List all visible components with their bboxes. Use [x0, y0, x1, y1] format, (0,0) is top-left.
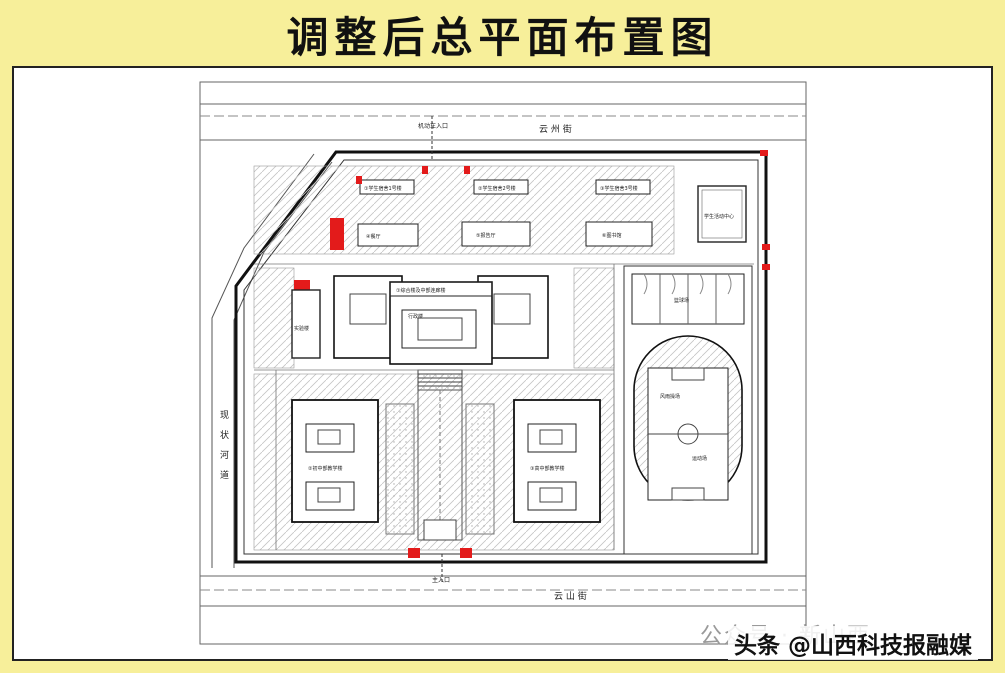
highlight-block-north-west: [330, 218, 344, 250]
teaching-building-left[interactable]: [291, 399, 379, 523]
central-plaza-axis: [385, 369, 495, 541]
highlight-mark-5: [762, 264, 770, 270]
internal-roads: [254, 263, 754, 550]
canteen-label: ④餐厅: [366, 233, 380, 240]
dorm-3-building[interactable]: [595, 179, 651, 195]
highlight-mark-6: [408, 548, 420, 558]
bottom-street: [200, 575, 806, 607]
top-street: [200, 103, 806, 141]
river-label-2: 状: [220, 429, 229, 441]
library-building[interactable]: [585, 221, 653, 247]
activity-center-building[interactable]: [697, 185, 747, 243]
river-label-4: 道: [220, 469, 229, 481]
library-label: ⑥图书馆: [602, 232, 621, 239]
top-entrance-label: 机动车入口: [418, 122, 448, 130]
dorm-1-label: ①学生宿舍1号楼: [364, 185, 402, 192]
main-building-label: ①综合楼及中部连廊楼: [396, 287, 445, 294]
dorm-2-building[interactable]: [473, 179, 529, 195]
teaching-right-label: ③高中部教学楼: [530, 465, 564, 472]
east-green-strip: [573, 267, 615, 369]
site-boundary: [234, 150, 768, 564]
dorm-2-label: ②学生宿舍2号楼: [478, 185, 516, 192]
hall-building[interactable]: [461, 221, 531, 247]
lab-label: 实验楼: [294, 325, 309, 332]
highlight-mark-2: [422, 166, 428, 174]
highlight-mark-8: [760, 150, 768, 156]
dorm-3-label: ③学生宿舍3号楼: [600, 185, 638, 192]
running-track[interactable]: [633, 335, 743, 501]
main-building-complex[interactable]: [333, 275, 549, 365]
river-label-1: 现: [220, 410, 229, 421]
admin-label: 行政楼: [408, 313, 423, 320]
bottom-street-label: 云 山 街: [554, 590, 587, 602]
credit-watermark: 头条 @山西科技报融媒: [728, 626, 979, 660]
highlight-mark-7: [460, 548, 472, 558]
hall-label: ⑤报告厅: [476, 232, 495, 239]
site-plan-drawing: 云 州 街 云 山 街 现 状 河 道 机动车入口 主入口 ①学生宿舍1号楼: [199, 81, 807, 645]
sheet-frame: [199, 81, 807, 645]
stadium-field-label: 运动场: [692, 455, 707, 462]
highlight-mark-3: [464, 166, 470, 174]
sports-zone: [623, 265, 753, 555]
river-label-3: 河: [220, 449, 229, 461]
bottom-entrance-label: 主入口: [432, 576, 450, 584]
teaching-building-right[interactable]: [513, 399, 601, 523]
highlight-mark-4: [762, 244, 770, 250]
teaching-left-label: ②初中部教学楼: [308, 465, 342, 472]
activity-center-label: 学生活动中心: [704, 213, 734, 220]
sports-field-label: 风雨操场: [660, 393, 680, 400]
highlight-mark-1: [356, 176, 362, 184]
dorm-1-building[interactable]: [359, 179, 415, 195]
west-green-strip: [253, 267, 295, 369]
top-street-label: 云 州 街: [539, 123, 572, 135]
court-label: 篮球场: [674, 297, 689, 304]
lab-building[interactable]: [291, 289, 321, 359]
highlight-block-west: [294, 280, 310, 292]
site-plan-board: 云 州 街 云 山 街 现 状 河 道 机动车入口 主入口 ①学生宿舍1号楼: [12, 66, 993, 661]
canteen-building[interactable]: [357, 223, 419, 247]
page-title: 调整后总平面布置图: [286, 13, 719, 62]
